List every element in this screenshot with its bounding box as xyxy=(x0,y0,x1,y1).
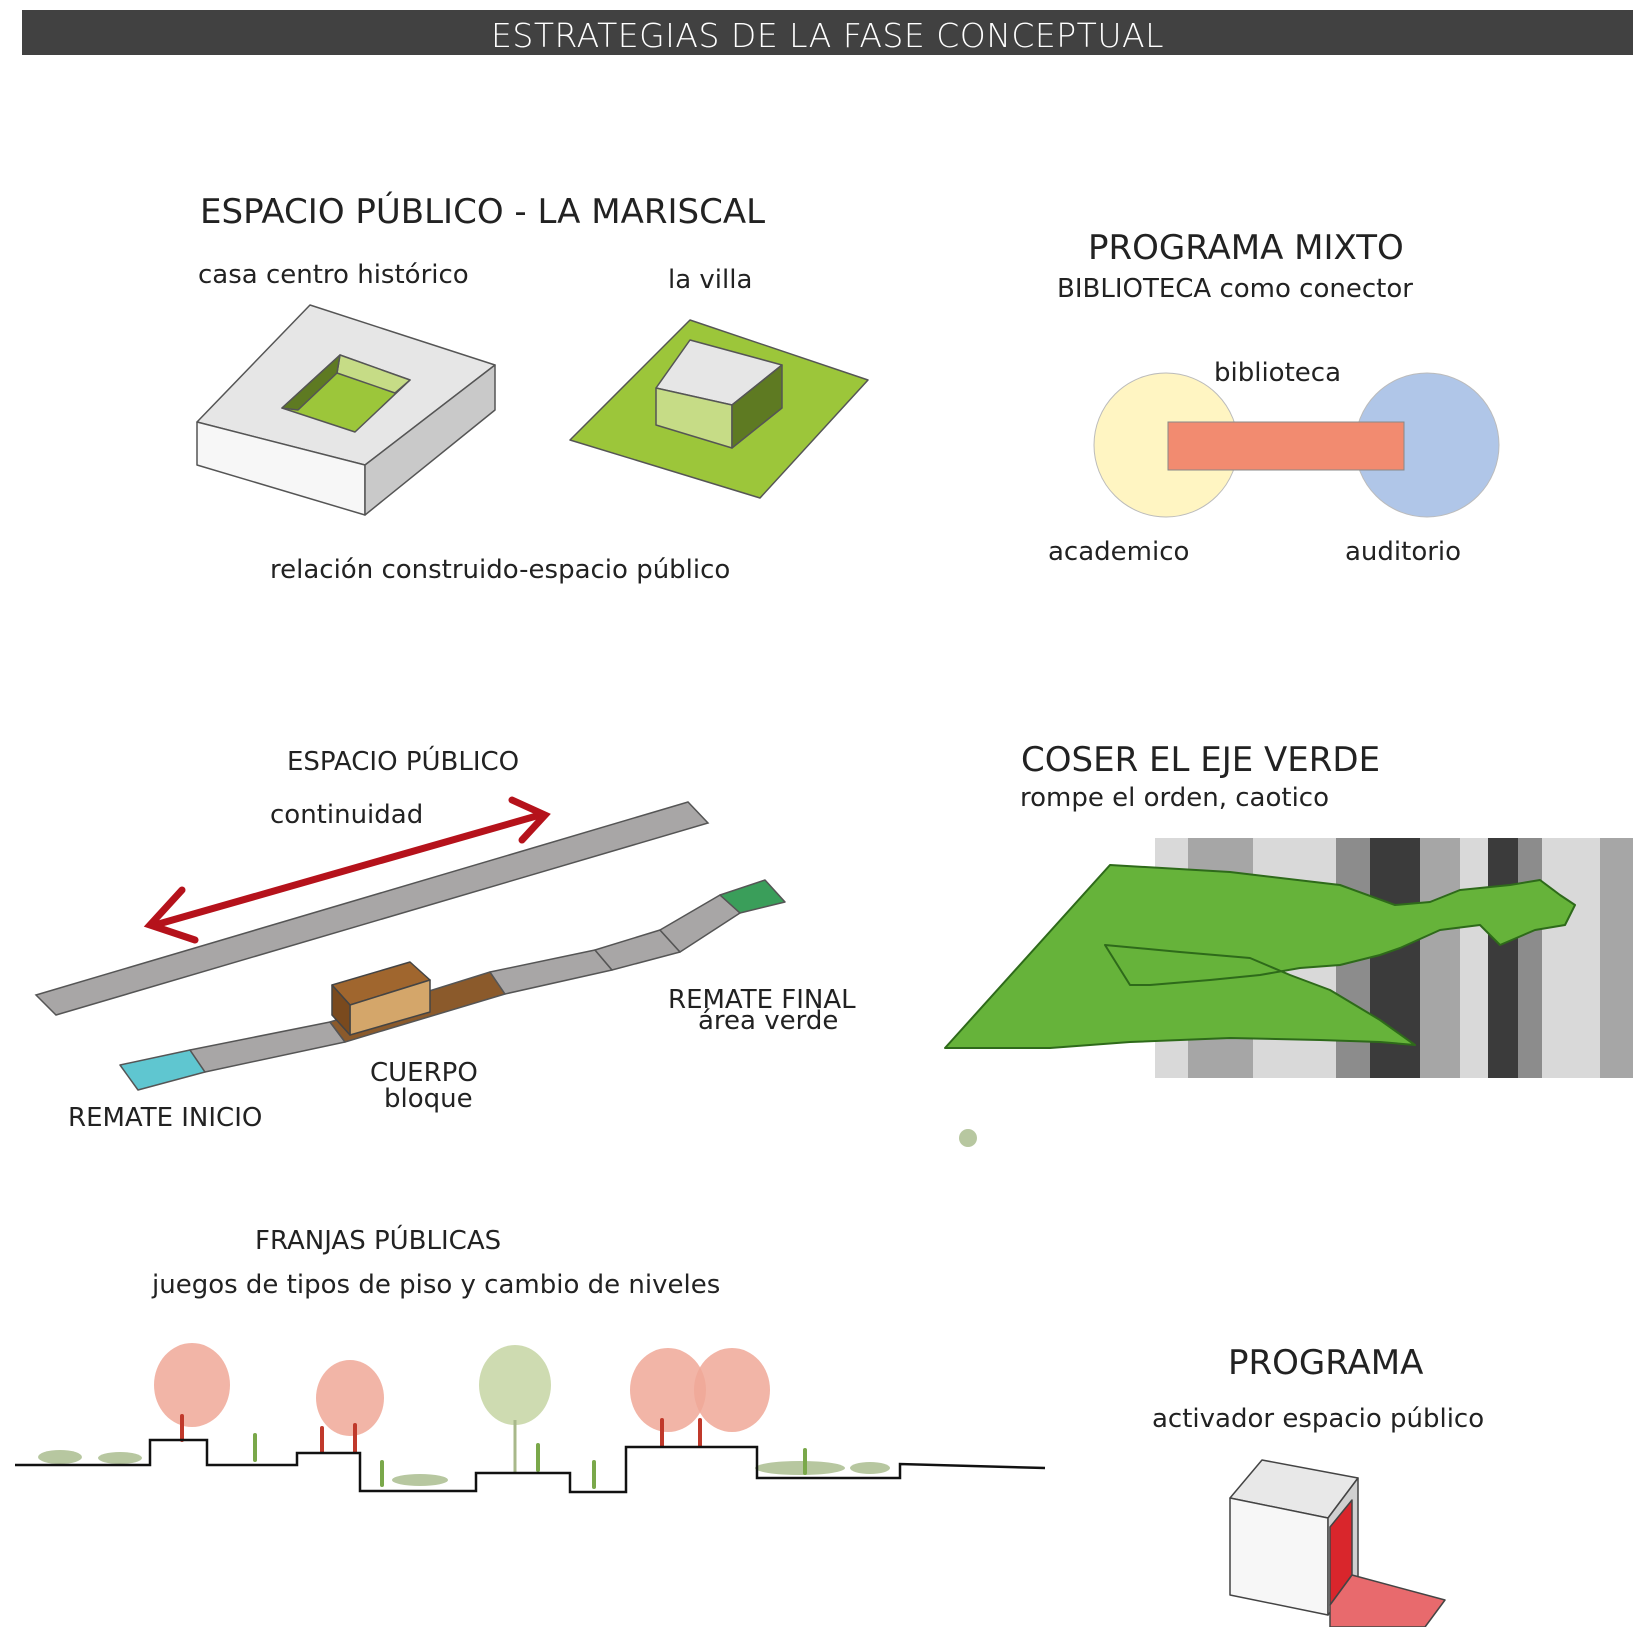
mariscal-caption: relación construido-espacio público xyxy=(270,555,731,585)
eje-verde-subtitle: rompe el orden, caotico xyxy=(1020,783,1330,813)
page-title: ESTRATEGIAS DE LA FASE CONCEPTUAL xyxy=(491,16,1164,55)
casa-label: casa centro histórico xyxy=(198,260,469,290)
cuerpo-block xyxy=(331,961,431,1036)
villa-label: la villa xyxy=(668,265,753,295)
franjas-subtitle: juegos de tipos de piso y cambio de nive… xyxy=(152,1270,721,1300)
green-axis-shape xyxy=(944,864,1576,1049)
programa-title: PROGRAMA xyxy=(1228,1343,1424,1383)
continuidad-title: ESPACIO PÚBLICO xyxy=(287,747,520,777)
biblioteca-bar xyxy=(1167,421,1405,471)
academico-label: academico xyxy=(1048,537,1190,567)
section-line xyxy=(15,1438,1046,1494)
biblioteca-label: biblioteca xyxy=(1214,358,1342,388)
franjas-title: FRANJAS PÚBLICAS xyxy=(255,1226,502,1256)
villa-illustration xyxy=(569,319,869,499)
tree-icons xyxy=(154,1343,770,1472)
remate-inicio-label: REMATE INICIO xyxy=(68,1103,263,1133)
casa-block-illustration xyxy=(196,304,496,516)
people-icons xyxy=(180,1414,807,1489)
shrub-icon xyxy=(959,1129,977,1147)
programa-cube xyxy=(1229,1459,1446,1627)
ground-shrubs xyxy=(38,1450,890,1486)
programa-mixto-subtitle: BIBLIOTECA como conector xyxy=(1057,274,1413,304)
continuidad-label: continuidad xyxy=(270,800,424,830)
header-bar: ESTRATEGIAS DE LA FASE CONCEPTUAL xyxy=(22,10,1633,55)
programa-mixto-title: PROGRAMA MIXTO xyxy=(1088,228,1404,268)
mariscal-title: ESPACIO PÚBLICO - LA MARISCAL xyxy=(200,192,766,232)
area-verde-label: área verde xyxy=(698,1006,839,1036)
eje-verde-title: COSER EL EJE VERDE xyxy=(1021,740,1381,780)
auditorio-label: auditorio xyxy=(1345,537,1462,567)
upper-strip xyxy=(34,801,710,1016)
double-arrow xyxy=(143,796,551,944)
programa-subtitle: activador espacio público xyxy=(1152,1404,1485,1434)
bloque-label: bloque xyxy=(384,1084,473,1114)
remate-final-label: REMATE FINAL xyxy=(668,985,856,1015)
cuerpo-label: CUERPO xyxy=(370,1058,478,1088)
